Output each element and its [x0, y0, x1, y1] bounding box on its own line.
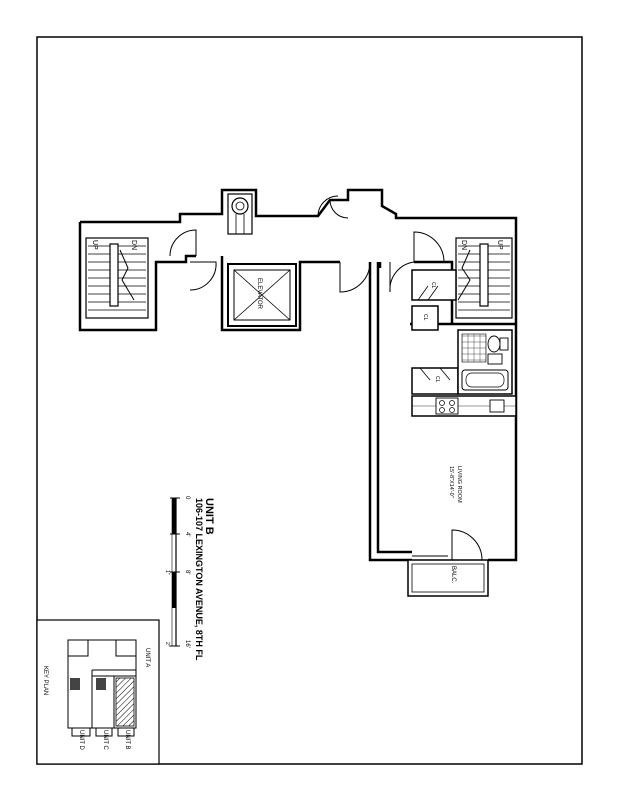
sink-icon	[487, 353, 503, 365]
closet-1-label: CL	[430, 282, 436, 289]
key-plan-unit-c: UNIT C	[102, 730, 108, 751]
stair-left: UP DN	[85, 237, 149, 319]
scale-m-2: 2"	[164, 642, 170, 647]
kitchen	[411, 395, 517, 417]
kitchen-sink-icon	[489, 399, 505, 413]
stair-left-down-label: DN	[130, 240, 137, 250]
scale-tick-8: 8'	[184, 570, 190, 574]
address-title: 106-107 LEXINGTON AVENUE, 8TH FL	[194, 498, 204, 661]
floor-plan: UP DN DN UP ELEVATOR	[78, 188, 518, 597]
toilet-icon	[487, 335, 501, 353]
stove-icon	[435, 397, 459, 415]
unit-title: UNIT B	[203, 498, 215, 535]
stair-right-down-label: DN	[460, 240, 467, 250]
closets: CL CL CL	[411, 269, 459, 395]
closet-3-label: CL	[434, 376, 440, 383]
key-plan-label: KEY PLAN	[42, 666, 48, 695]
stair-left-up-label: UP	[91, 240, 98, 250]
scale-tick-16: 16'	[184, 640, 190, 648]
bathroom	[457, 329, 513, 395]
closet-2-label: CL	[422, 314, 428, 321]
balcony: BALC.	[407, 529, 489, 597]
stair-left-outline	[85, 237, 149, 319]
scale-tick-0: 0	[184, 496, 190, 500]
balcony-label: BALC.	[450, 566, 456, 584]
bathtub-icon	[461, 369, 509, 391]
scale-m-1: 1"	[164, 570, 170, 575]
stair-right-up-label: UP	[496, 240, 503, 250]
key-plan-unit-b: UNIT B	[124, 730, 130, 750]
key-plan-unit-d: UNIT D	[78, 730, 84, 751]
scale-tick-4: 4'	[184, 532, 190, 536]
key-plan: KEY PLAN UNIT A UNIT B UNIT C UNIT D	[36, 619, 160, 765]
stair-right: DN UP	[455, 237, 513, 319]
key-plan-unit-b-highlight	[115, 677, 135, 727]
key-plan-unit-a: UNIT A	[144, 648, 150, 667]
elevator: ELEVATOR	[227, 263, 297, 327]
elevator-label: ELEVATOR	[256, 278, 262, 310]
living-room-label: LIVING ROOM	[456, 466, 462, 503]
living-room: LIVING ROOM 15'-8"X14'-0"	[448, 466, 462, 503]
trash-chute	[227, 193, 253, 235]
scale-bar: 0 4' 8' 16' 1" 2"	[164, 496, 190, 648]
living-room-dims: 15'-8"X14'-0"	[448, 466, 454, 498]
title-block: UNIT B 106-107 LEXINGTON AVENUE, 8TH FL	[194, 498, 215, 661]
